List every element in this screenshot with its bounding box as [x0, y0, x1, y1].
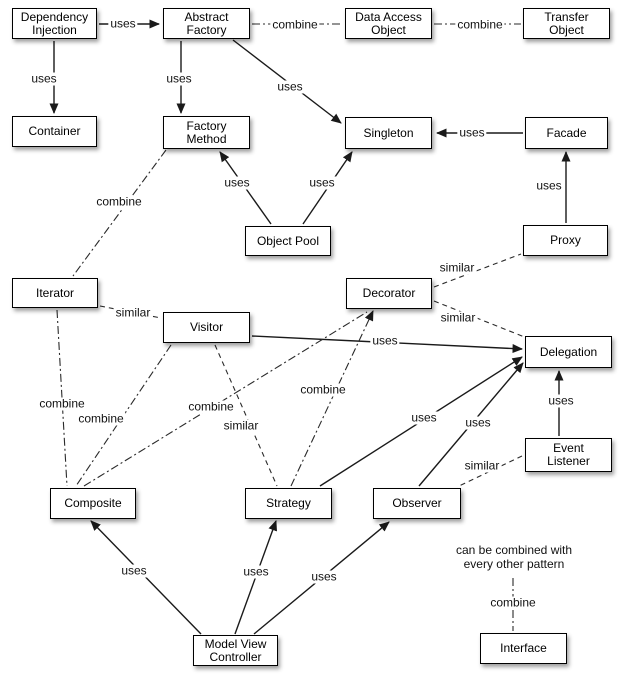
edge-line-decorator-proxy — [433, 253, 522, 288]
node-label-line: Facade — [546, 125, 587, 140]
edge-label-visitor-strategy: similar — [221, 418, 261, 433]
edge-label-data-access-object-transfer-object: combine — [455, 17, 505, 32]
node-label-line: Observer — [392, 496, 442, 510]
node-visitor: Visitor — [163, 312, 250, 343]
node-label-line: Event — [553, 441, 584, 455]
edge-label-strategy-delegation: uses — [409, 410, 439, 425]
edge-line-model-view-controller-composite — [90, 520, 202, 635]
node-label-line: Model View — [204, 636, 267, 651]
note-can-be-combined: can be combined with every other pattern — [456, 543, 572, 571]
node-label-line: Container — [28, 124, 81, 138]
edge-label-note-interface: combine — [488, 595, 538, 610]
edge-label-facade-singleton: uses — [457, 125, 487, 140]
edge-label-object-pool-factory-method: uses — [222, 175, 252, 190]
node-observer: Observer — [373, 488, 461, 519]
node-label-line: Factory — [186, 118, 227, 133]
node-label-line: Visitor — [189, 320, 224, 334]
edge-label-abstract-factory-singleton: uses — [275, 79, 305, 94]
node-label-line: Proxy — [550, 233, 581, 247]
node-label-line: Transfer — [544, 9, 589, 24]
node-label-line: Delegation — [539, 344, 598, 359]
edge-label-dependency-injection-container: uses — [29, 71, 59, 86]
node-label-line: Object Pool — [256, 233, 320, 248]
edge-label-abstract-factory-data-access-object: combine — [270, 17, 320, 32]
node-iterator: Iterator — [12, 278, 98, 308]
node-singleton: Singleton — [345, 117, 432, 149]
edge-line-composite-decorator — [83, 311, 368, 487]
edge-line-visitor-strategy — [214, 344, 278, 487]
edge-label-abstract-factory-factory-method: uses — [164, 71, 194, 86]
note-line-2: every other pattern — [463, 557, 565, 571]
node-label-line: Factory — [186, 22, 227, 37]
node-proxy: Proxy — [523, 225, 608, 256]
node-label-line: Singleton — [363, 125, 414, 140]
edge-line-decorator-delegation — [433, 300, 528, 339]
note-line-1: can be combined with — [455, 543, 573, 557]
node-label-line: Listener — [547, 454, 590, 468]
edge-label-object-pool-singleton: uses — [307, 175, 337, 190]
node-label-line: Interface — [500, 641, 547, 655]
node-container: Container — [12, 116, 97, 147]
node-label-line: Composite — [64, 496, 122, 510]
edge-label-model-view-controller-observer: uses — [309, 569, 339, 584]
edge-label-factory-method-iterator: combine — [94, 194, 144, 209]
edge-label-model-view-controller-strategy: uses — [241, 564, 271, 579]
edge-label-event-listener-delegation: uses — [546, 393, 576, 408]
node-label-line: Decorator — [362, 286, 416, 300]
edge-line-strategy-decorator — [290, 310, 374, 487]
node-label-line: Controller — [209, 649, 262, 664]
node-label-line: Abstract — [184, 9, 229, 24]
node-label-line: Object — [549, 22, 584, 37]
edge-label-observer-delegation: uses — [463, 415, 493, 430]
edge-line-factory-method-iterator — [72, 149, 167, 277]
edge-label-iterator-composite: combine — [37, 396, 87, 411]
edge-label-decorator-delegation: similar — [438, 310, 478, 325]
edge-label-visitor-delegation: uses — [370, 333, 400, 348]
edge-label-proxy-facade: uses — [534, 178, 564, 193]
node-object-pool: Object Pool — [245, 226, 331, 256]
edge-label-iterator-visitor: similar — [113, 305, 153, 320]
node-label-line: Method — [186, 131, 227, 146]
edge-label-event-listener-observer: similar — [462, 458, 502, 473]
node-label-line: Data Access — [355, 9, 422, 24]
node-label-line: Strategy — [266, 496, 311, 510]
node-interface: Interface — [480, 633, 567, 664]
node-label-line: Iterator — [35, 285, 74, 300]
node-decorator: Decorator — [346, 278, 432, 309]
edge-label-dependency-injection-abstract-factory: uses — [108, 16, 138, 31]
node-label-line: Object — [371, 22, 406, 37]
edge-label-model-view-controller-composite: uses — [119, 563, 149, 578]
node-facade: Facade — [525, 117, 608, 149]
edge-label-visitor-composite: combine — [76, 411, 126, 426]
node-delegation: Delegation — [525, 336, 612, 368]
node-strategy: Strategy — [245, 488, 332, 519]
node-label-line: Dependency — [20, 9, 89, 24]
edge-label-strategy-decorator: combine — [298, 382, 348, 397]
edge-line-iterator-composite — [56, 309, 68, 487]
edge-label-decorator-proxy: similar — [437, 260, 477, 275]
node-label-line: Injection — [32, 22, 77, 37]
edge-label-composite-decorator: combine — [186, 399, 236, 414]
node-composite: Composite — [50, 488, 136, 519]
